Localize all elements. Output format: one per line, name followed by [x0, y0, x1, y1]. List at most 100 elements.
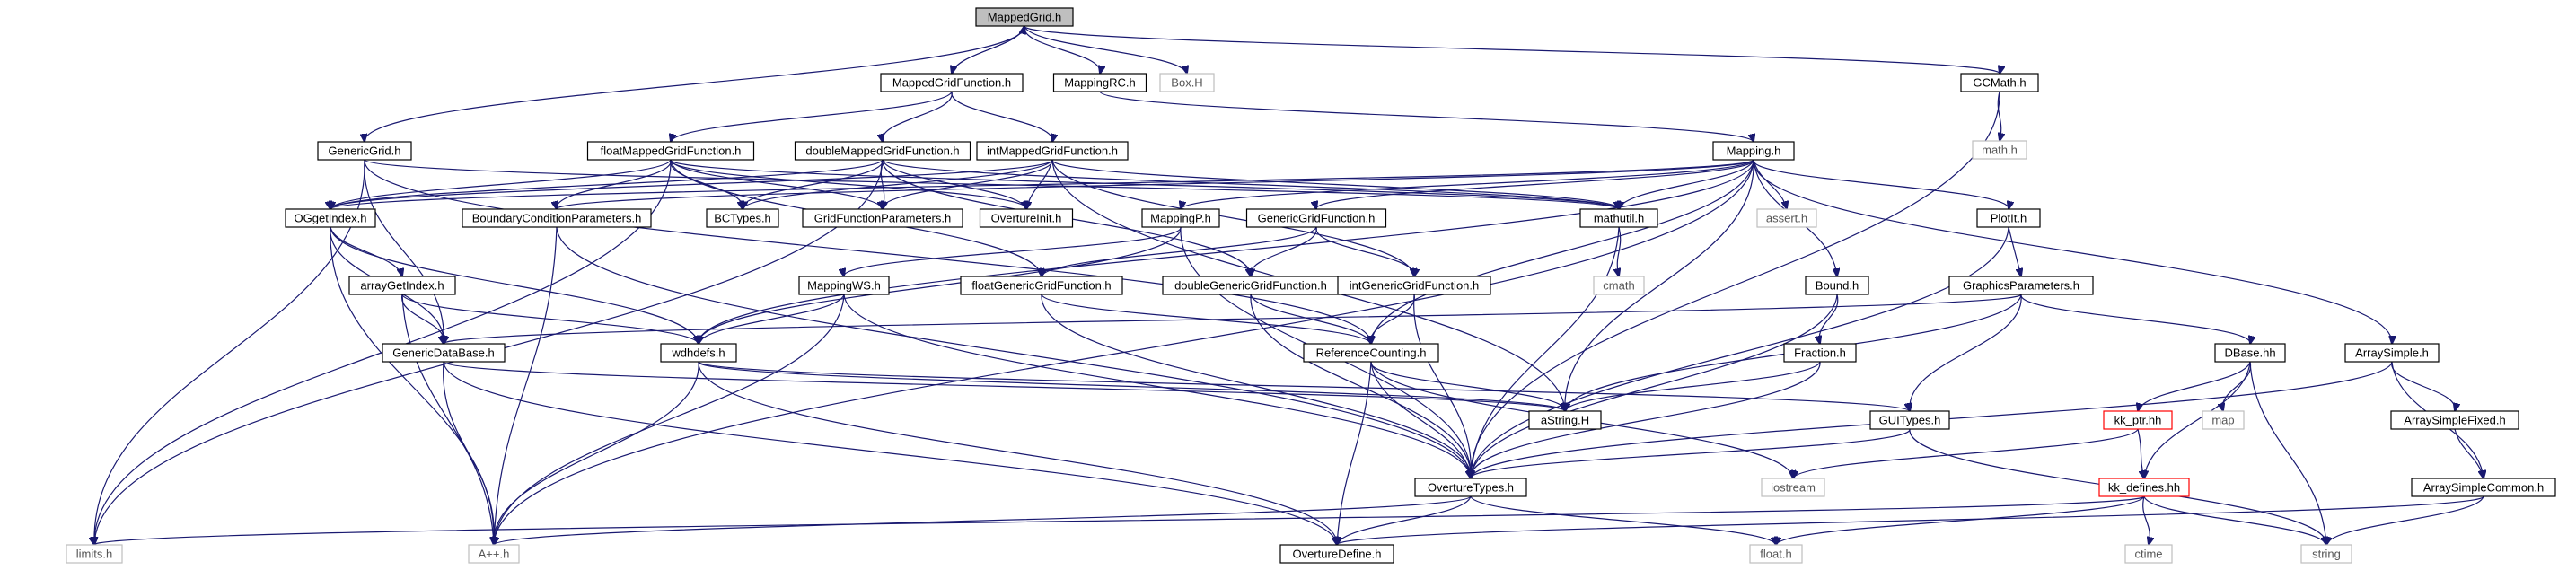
edge-intmappedgridfunction-h-to-intgenericgridfunction-h: [1051, 159, 1414, 276]
node-box: [382, 343, 506, 363]
node-floatgenericgridfunction-h[interactable]: floatGenericGridFunction.h: [960, 276, 1123, 295]
node-mathutil-h[interactable]: mathutil.h: [1579, 208, 1658, 228]
edge-dbase-hh-to-string: [2249, 361, 2326, 545]
node-wdhdefs-h[interactable]: wdhdefs.h: [660, 343, 737, 363]
edge-mappingp-h-to-wdhdefs-h: [699, 226, 1182, 344]
node-box: [1712, 141, 1795, 161]
node-box: [979, 208, 1074, 228]
node-bctypes-h[interactable]: BCTypes.h: [706, 208, 779, 228]
edge-graphicsparameters-h-to-dbase-hh: [2020, 294, 2250, 344]
node-iostream[interactable]: iostream: [1761, 478, 1825, 497]
node-bound-h[interactable]: Bound.h: [1805, 276, 1869, 295]
node-floatmappedgridfunction-h[interactable]: floatMappedGridFunction.h: [586, 141, 755, 161]
node-box: [1976, 208, 2041, 228]
edge-layer: [94, 26, 2484, 545]
node-intmappedgridfunction-h[interactable]: intMappedGridFunction.h: [976, 141, 1129, 161]
node-genericgrid-h[interactable]: GenericGrid.h: [317, 141, 412, 161]
edge-mappedgridfunction-h-to-floatmappedgridfunction-h: [671, 91, 953, 142]
node-arraysimplecommon-h[interactable]: ArraySimpleCommon.h: [2411, 478, 2556, 497]
node-assert-h[interactable]: assert.h: [1756, 208, 1817, 228]
node-label: OvertureTypes.h: [1428, 481, 1514, 495]
node-label: Fraction.h: [1794, 346, 1846, 360]
node-intgenericgridfunction-h[interactable]: intGenericGridFunction.h: [1337, 276, 1491, 295]
edge-mapping-h-to-wdhdefs-h: [699, 159, 1754, 344]
node-guitypes-h[interactable]: GUITypes.h: [1869, 410, 1950, 430]
node-label: ReferenceCounting.h: [1316, 346, 1427, 360]
node-oggetindex-h[interactable]: OGgetIndex.h: [285, 208, 376, 228]
node-genericgridfunction-h[interactable]: GenericGridFunction.h: [1245, 208, 1387, 228]
edge-bound-h-to-fraction-h: [1819, 294, 1839, 344]
node-box: [1579, 208, 1658, 228]
edge-mappedgridfunction-h-to-mappedgrid-h: [951, 26, 1024, 75]
edge-overturetypes-h-to-overturedefine-h: [1337, 495, 1472, 545]
edge-overturetypes-h-to-aplusplus-h: [494, 495, 1472, 545]
node-overturetypes-h[interactable]: OvertureTypes.h: [1414, 478, 1527, 497]
node-mapping-h[interactable]: Mapping.h: [1712, 141, 1795, 161]
node-arraysimple-h[interactable]: ArraySimple.h: [2344, 343, 2440, 363]
node-label: BCTypes.h: [714, 212, 771, 225]
node-label: GraphicsParameters.h: [1963, 279, 2079, 293]
node-arraysimplefixed-h[interactable]: ArraySimpleFixed.h: [2390, 410, 2519, 430]
node-boundaryconditionparameters-h[interactable]: BoundaryConditionParameters.h: [462, 208, 652, 228]
node-box: [285, 208, 376, 228]
node-fraction-h[interactable]: Fraction.h: [1783, 343, 1857, 363]
edge-mapping-h-to-astring-h: [1565, 159, 1754, 411]
node-mappingws-h[interactable]: MappingWS.h: [798, 276, 890, 295]
edge-intmappedgridfunction-h-to-bctypes-h: [743, 159, 1053, 209]
node-label: GUITypes.h: [1879, 414, 1941, 427]
node-kk-defines-hh[interactable]: kk_defines.hh: [2098, 478, 2190, 497]
node-math-h[interactable]: math.h: [1972, 140, 2027, 160]
node-mappedgrid-h[interactable]: MappedGrid.h: [975, 7, 1074, 27]
node-gcmath-h[interactable]: GCMath.h: [1960, 73, 2039, 92]
edge-overturetypes-h-to-float-h: [1470, 495, 1776, 545]
node-aplusplus-h[interactable]: A++.h: [468, 544, 520, 564]
edge-gcmath-h-to-math-h: [1998, 91, 2000, 141]
node-box: [880, 73, 1024, 92]
node-limits-h[interactable]: limits.h: [66, 544, 123, 564]
edge-mappedgrid-h-to-mappingrc-h: [1024, 25, 1101, 74]
node-overtureinit-h[interactable]: OvertureInit.h: [979, 208, 1074, 228]
edge-mappedgridfunction-h-to-intmappedgridfunction-h: [951, 91, 1052, 142]
node-box: [1414, 478, 1527, 497]
edge-mappedgrid-h-to-genericgrid-h: [365, 25, 1025, 142]
node-label: OvertureInit.h: [991, 212, 1062, 225]
node-doublemappedgridfunction-h[interactable]: doubleMappedGridFunction.h: [794, 141, 971, 161]
node-string[interactable]: string: [2300, 544, 2352, 564]
edge-fraction-h-to-overturetypes-h: [1471, 361, 1821, 478]
node-arraygetindex-h[interactable]: arrayGetIndex.h: [348, 276, 456, 295]
node-cmath[interactable]: cmath: [1593, 276, 1645, 295]
node-box: [2300, 544, 2352, 564]
node-graphicsparameters-h[interactable]: GraphicsParameters.h: [1948, 276, 2094, 295]
edge-plotit-h-to-overturetypes-h: [1471, 226, 2009, 478]
node-dbase-hh[interactable]: DBase.hh: [2214, 343, 2286, 363]
node-kk-ptr-hh[interactable]: kk_ptr.hh: [2103, 410, 2173, 430]
node-label: A++.h: [479, 548, 510, 561]
node-gridfunctionparameters-h[interactable]: GridFunctionParameters.h: [802, 208, 963, 228]
edge-doublemappedgridfunction-h-to-overtureinit-h: [882, 159, 1026, 209]
node-doublegenericgridfunction-h[interactable]: doubleGenericGridFunction.h: [1162, 276, 1340, 295]
edge-bound-h-to-overturetypes-h: [1471, 294, 1838, 478]
edge-kk-ptr-hh-to-iostream: [1793, 428, 2139, 478]
node-label: floatMappedGridFunction.h: [601, 145, 742, 158]
node-box: [2214, 343, 2286, 363]
node-plotit-h[interactable]: PlotIt.h: [1976, 208, 2041, 228]
node-mappedgridfunction-h[interactable]: MappedGridFunction.h: [880, 73, 1024, 92]
node-ctime[interactable]: ctime: [2124, 544, 2173, 564]
node-box-h[interactable]: Box.H: [1159, 73, 1215, 92]
edge-wdhdefs-h-to-guitypes-h: [698, 361, 1910, 411]
edge-oggetindex-h-to-arraygetindex-h: [330, 226, 402, 276]
node-referencecounting-h[interactable]: ReferenceCounting.h: [1303, 343, 1439, 363]
node-label: kk_defines.hh: [2108, 481, 2180, 495]
node-astring-h[interactable]: aString.H: [1528, 410, 1602, 430]
edge-mapping-h-to-oggetindex-h: [330, 159, 1754, 209]
node-overturedefine-h[interactable]: OvertureDefine.h: [1279, 544, 1394, 564]
edge-mapping-h-to-assert-h: [1753, 159, 1787, 209]
node-mappingp-h[interactable]: MappingP.h: [1141, 208, 1220, 228]
edge-floatmappedgridfunction-h-to-overtureinit-h: [670, 159, 1026, 209]
node-mappingrc-h[interactable]: MappingRC.h: [1052, 73, 1147, 92]
edge-dbase-hh-to-kk-defines-hh: [2144, 361, 2251, 478]
node-label: MappedGridFunction.h: [892, 76, 1011, 90]
node-genericdatabase-h[interactable]: GenericDataBase.h: [382, 343, 506, 363]
node-map[interactable]: map: [2202, 410, 2245, 430]
node-float-h[interactable]: float.h: [1749, 544, 1803, 564]
